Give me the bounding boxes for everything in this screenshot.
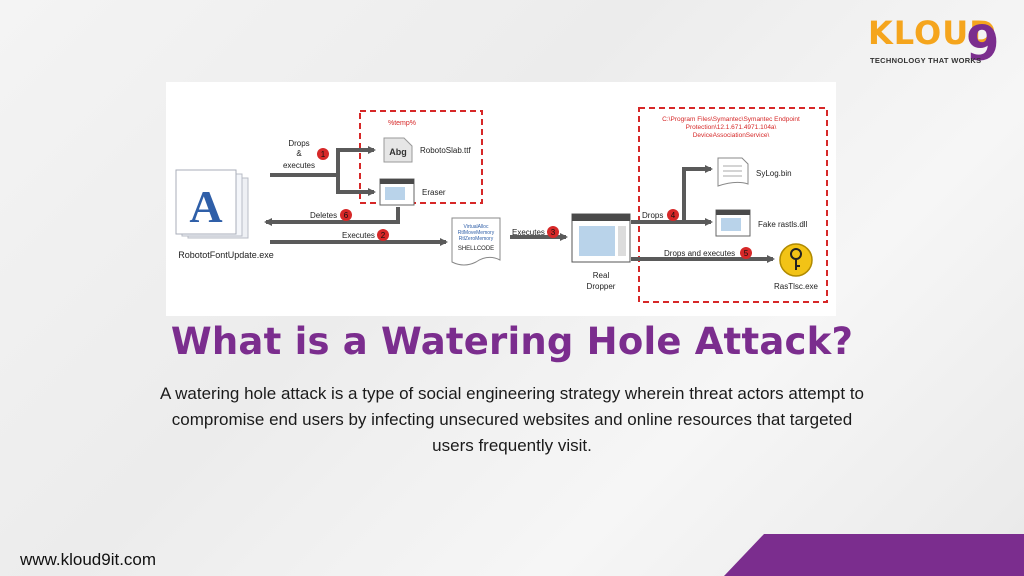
step1-label-line3: executes [283, 161, 315, 170]
dropper-label-line1: Real [593, 271, 610, 280]
source-file-name: RobototFontUpdate.exe [178, 250, 274, 260]
step5-label: Drops and executes [664, 249, 735, 258]
eraser-name: Eraser [422, 188, 446, 197]
step4-number: 4 [671, 211, 676, 220]
temp-folder-box [359, 110, 483, 204]
svg-text:Abg: Abg [389, 147, 407, 157]
step5-badge [740, 247, 752, 259]
shellcode-api-3: RtlZeroMemory [459, 236, 494, 242]
shellcode-label: SHELLCODE [458, 246, 494, 252]
step4-label: Drops [642, 211, 663, 220]
step3-badge [547, 226, 559, 238]
attack-flow-diagram: %temp% C:\Program Files\Symantec\Symante… [166, 82, 836, 316]
arrow-to-eraser [336, 175, 376, 196]
svg-text:A: A [189, 181, 222, 232]
brand-logo-digit: 9 [966, 16, 1000, 72]
step1-label-line1: Drops [288, 139, 309, 148]
step3-label: Executes [512, 228, 545, 237]
exe-file-icon: A [175, 169, 249, 239]
symantec-path-line-3: DeviceAssociationService\ [693, 132, 770, 139]
eraser-window-icon [379, 178, 415, 206]
step1-label-line2: & [296, 149, 302, 158]
step2-number: 2 [381, 231, 386, 240]
real-dropper-window-icon [571, 213, 631, 263]
step1-number: 1 [321, 150, 326, 159]
brand-tagline: TECHNOLOGY THAT WORKS [870, 56, 982, 65]
arrow-drops-executes [270, 146, 376, 177]
step6-badge [340, 209, 352, 221]
arrow-deletes [264, 207, 400, 226]
page-title: What is a Watering Hole Attack? [170, 320, 854, 363]
sylog-file-icon [717, 157, 749, 187]
key-icon [779, 243, 813, 277]
symantec-folder-box [638, 107, 828, 303]
step2-badge [377, 229, 389, 241]
arrow-drops-sylog [631, 165, 713, 224]
temp-folder-label: %temp% [388, 120, 416, 127]
fake-dll-window-icon [715, 209, 751, 237]
rastlsc-file-name: RasTlsc.exe [774, 282, 819, 291]
step5-number: 5 [744, 249, 749, 258]
step2-label: Executes [342, 231, 375, 240]
symantec-path-line-1: C:\Program Files\Symantec\Symantec Endpo… [662, 116, 800, 123]
step4-badge [667, 209, 679, 221]
page-description: A watering hole attack is a type of soci… [160, 384, 864, 455]
symantec-path-line-2: Protection\12.1.671.4971.104a\ [686, 124, 777, 131]
brand-logo-word: KLOUD [868, 14, 997, 52]
font-file-icon: Abg [383, 137, 413, 163]
step6-label: Deletes [310, 211, 337, 220]
step3-number: 3 [551, 228, 556, 237]
shellcode-document-icon [451, 217, 501, 266]
step1-badge [317, 148, 329, 160]
website-url[interactable]: www.kloud9it.com [20, 550, 157, 569]
sylog-file-name: SyLog.bin [756, 169, 792, 178]
step6-number: 6 [344, 211, 349, 220]
dropper-label-line2: Dropper [587, 282, 616, 291]
fake-dll-name: Fake rastls.dll [758, 220, 808, 229]
font-file-name: RobotoSlab.ttf [420, 146, 471, 155]
brand-logo: KLOUD 9 TECHNOLOGY THAT WORKS [868, 14, 1000, 74]
shellcode-api-2: RtlMoveMemory [458, 230, 495, 236]
corner-band-bottom-right [724, 534, 1024, 576]
shellcode-api-1: VirtualAlloc [464, 224, 489, 230]
